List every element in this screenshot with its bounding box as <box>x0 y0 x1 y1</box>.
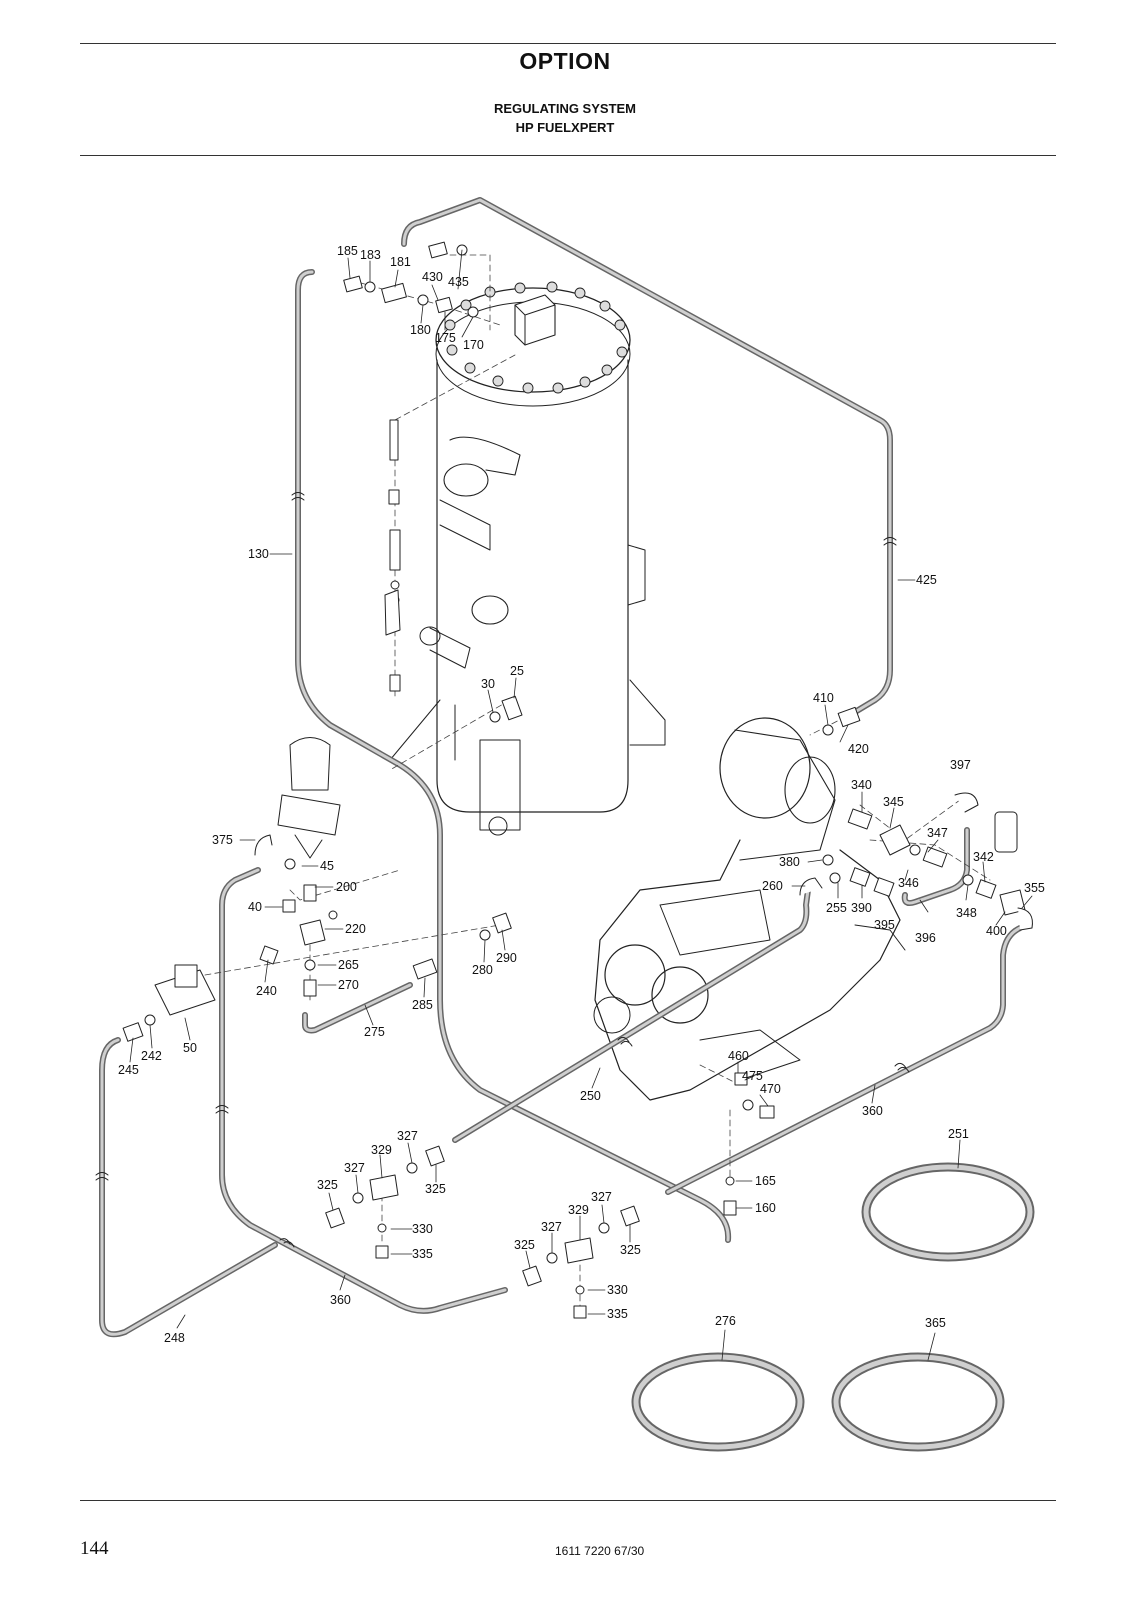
callout-276: 276 <box>715 1314 736 1328</box>
callout-380: 380 <box>779 855 800 869</box>
callout-329-d: 329 <box>568 1203 589 1217</box>
callout-170: 170 <box>463 338 484 352</box>
callout-255: 255 <box>826 901 847 915</box>
hose-roll-365 <box>831 1352 1005 1452</box>
compressor-element <box>593 717 906 1101</box>
callout-360-left: 360 <box>330 1293 351 1307</box>
callout-165: 165 <box>755 1174 776 1188</box>
callout-348: 348 <box>956 906 977 920</box>
callout-330-a: 330 <box>412 1222 433 1236</box>
callout-180: 180 <box>410 323 431 337</box>
hose-425 <box>401 197 893 715</box>
callout-265: 265 <box>338 958 359 972</box>
callout-160: 160 <box>755 1201 776 1215</box>
header-bottom-rule <box>80 155 1056 156</box>
callout-347: 347 <box>927 826 948 840</box>
callout-325-a: 325 <box>317 1178 338 1192</box>
callout-327-d: 327 <box>541 1220 562 1234</box>
callout-335-a: 335 <box>412 1247 433 1261</box>
callout-185: 185 <box>337 244 358 258</box>
callout-346: 346 <box>898 876 919 890</box>
callout-325-d: 325 <box>620 1243 641 1257</box>
subtitle-hp-fuelxpert: HP FUELXPERT <box>515 120 615 135</box>
hose-130 <box>295 269 732 1243</box>
callout-325-c: 325 <box>514 1238 535 1252</box>
footer-rule <box>80 1500 1056 1501</box>
callout-410: 410 <box>813 691 834 705</box>
callout-425: 425 <box>916 573 937 587</box>
hose-275 <box>302 982 413 1034</box>
callout-340: 340 <box>851 778 872 792</box>
callout-45: 45 <box>320 859 334 873</box>
callout-40: 40 <box>248 900 262 914</box>
callout-397: 397 <box>950 758 971 772</box>
callout-395: 395 <box>874 918 895 932</box>
callout-342: 342 <box>973 850 994 864</box>
callout-50: 50 <box>183 1041 197 1055</box>
callout-335-b: 335 <box>607 1307 628 1321</box>
callout-labels: 185 183 181 430 435 180 175 170 130 425 … <box>118 244 1045 1345</box>
header-top-rule <box>80 43 1056 44</box>
page-title: OPTION <box>519 48 611 74</box>
hose-248 <box>99 1037 278 1338</box>
callout-375: 375 <box>212 833 233 847</box>
separator-vessel <box>389 281 666 836</box>
callout-181: 181 <box>390 255 411 269</box>
callout-275: 275 <box>364 1025 385 1039</box>
hose-360 <box>219 867 1023 1314</box>
callout-365: 365 <box>925 1316 946 1330</box>
callout-325-b: 325 <box>425 1182 446 1196</box>
callout-245: 245 <box>118 1063 139 1077</box>
callout-355: 355 <box>1024 881 1045 895</box>
callout-396: 396 <box>915 931 936 945</box>
callout-30: 30 <box>481 677 495 691</box>
callout-290: 290 <box>496 951 517 965</box>
callout-475: 475 <box>742 1069 763 1083</box>
callout-420: 420 <box>848 742 869 756</box>
callout-270: 270 <box>338 978 359 992</box>
callout-220: 220 <box>345 922 366 936</box>
callout-329-a: 329 <box>371 1143 392 1157</box>
hose-roll-251 <box>861 1162 1035 1262</box>
page-number: 144 <box>80 1538 109 1559</box>
callout-242: 242 <box>141 1049 162 1063</box>
callout-250: 250 <box>580 1089 601 1103</box>
callout-285: 285 <box>412 998 433 1012</box>
callout-400: 400 <box>986 924 1007 938</box>
callout-183: 183 <box>360 248 381 262</box>
hose-396 <box>901 827 970 907</box>
document-number: 1611 7220 67/30 <box>555 1544 645 1558</box>
callout-280: 280 <box>472 963 493 977</box>
callout-240: 240 <box>256 984 277 998</box>
callout-260: 260 <box>762 879 783 893</box>
subtitle-regulating-system: REGULATING SYSTEM <box>493 101 637 116</box>
callout-327-b: 327 <box>344 1161 365 1175</box>
callout-327-a: 327 <box>397 1129 418 1143</box>
callout-251: 251 <box>948 1127 969 1141</box>
callout-470: 470 <box>760 1082 781 1096</box>
callout-130: 130 <box>248 547 269 561</box>
callout-25: 25 <box>510 664 524 678</box>
callout-175: 175 <box>435 331 456 345</box>
callout-390: 390 <box>851 901 872 915</box>
callout-327-c: 327 <box>591 1190 612 1204</box>
callout-330-b: 330 <box>607 1283 628 1297</box>
callout-248: 248 <box>164 1331 185 1345</box>
hose-roll-276 <box>631 1352 805 1452</box>
hose-250 <box>452 887 811 1143</box>
callout-435: 435 <box>448 275 469 289</box>
callout-200: 200 <box>336 880 357 894</box>
callout-360-right: 360 <box>862 1104 883 1118</box>
callout-460: 460 <box>728 1049 749 1063</box>
callout-345: 345 <box>883 795 904 809</box>
callout-430: 430 <box>422 270 443 284</box>
